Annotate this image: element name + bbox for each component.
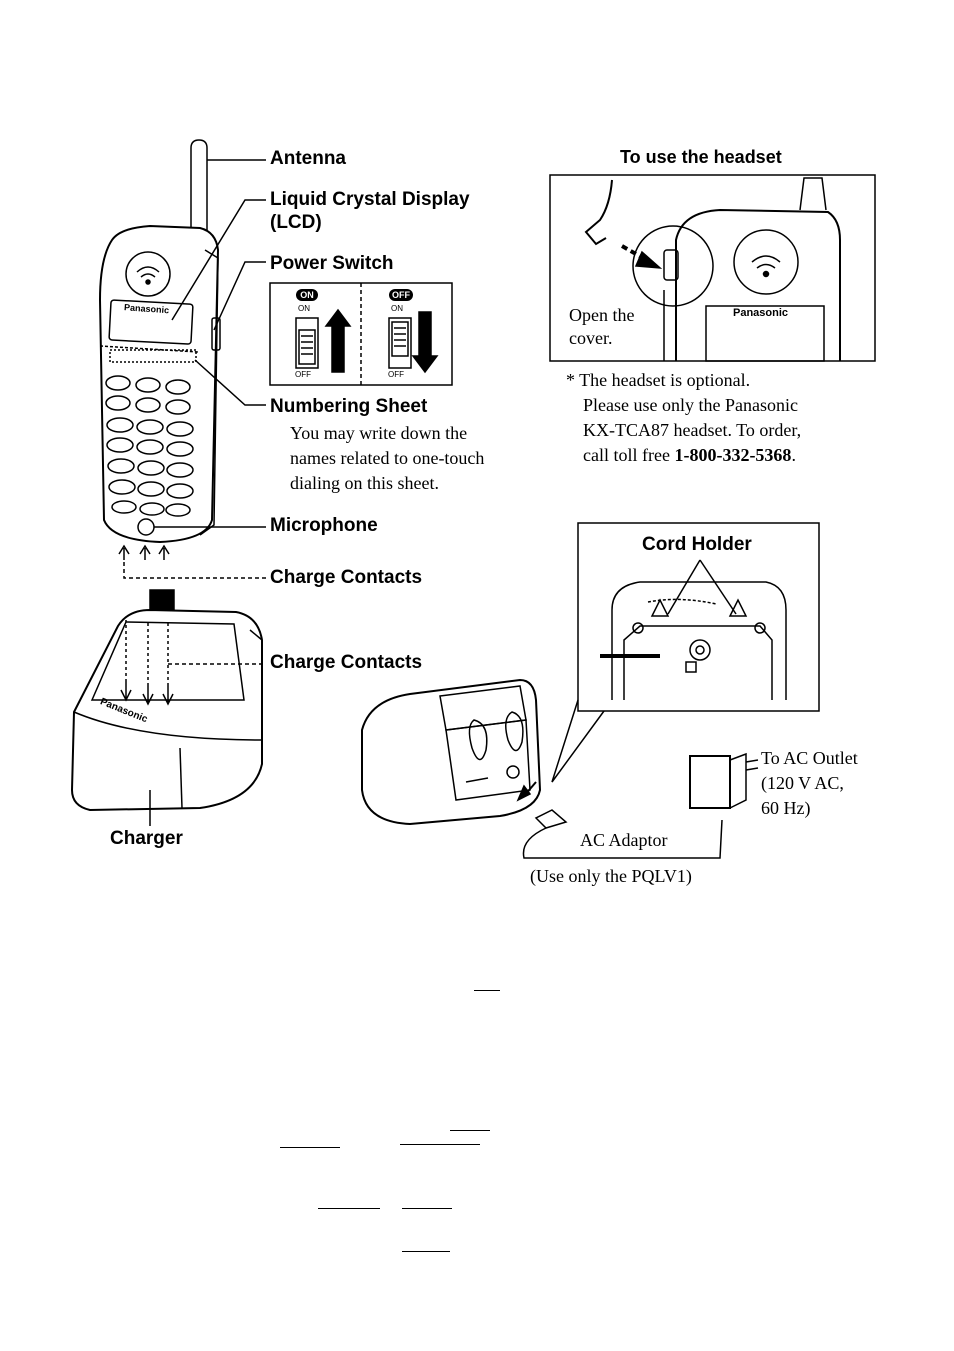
numbering-text-3: dialing on this sheet. bbox=[290, 473, 439, 493]
on-badge: ON bbox=[296, 289, 318, 301]
charger-label: Charger bbox=[110, 828, 183, 849]
headset-note-3: KX-TCA87 headset. To order, bbox=[583, 420, 802, 440]
stray-rule bbox=[400, 1144, 480, 1145]
headset-note-1: * The headset is optional. bbox=[566, 370, 751, 390]
off-switch-top-label: ON bbox=[391, 304, 403, 313]
numbering-text-1: You may write down the bbox=[290, 423, 468, 443]
numbering-sheet-label: Numbering Sheet bbox=[270, 396, 428, 417]
headset-title: To use the headset bbox=[620, 147, 782, 167]
svg-text:Panasonic: Panasonic bbox=[124, 302, 170, 315]
open-cover-text-2: cover. bbox=[569, 328, 613, 348]
charge-contacts-top-label: Charge Contacts bbox=[270, 567, 423, 588]
microphone-label: Microphone bbox=[270, 515, 378, 536]
stray-rule bbox=[474, 990, 500, 991]
ac-adaptor-label: AC Adaptor bbox=[580, 830, 668, 850]
headset-note-4-prefix: call toll free bbox=[583, 445, 675, 465]
stray-rule bbox=[280, 1147, 340, 1148]
charger-illustration: Panasonic bbox=[70, 608, 266, 826]
off-switch-bottom-label: OFF bbox=[388, 370, 404, 379]
power-switch-label: Power Switch bbox=[270, 253, 394, 274]
toll-free-number: 1-800-332-5368 bbox=[674, 445, 792, 465]
antenna-label: Antenna bbox=[270, 148, 346, 169]
headset-illustration: Panasonic bbox=[549, 174, 876, 362]
handset-illustration: Panasonic bbox=[98, 139, 266, 670]
ac-outlet-text-3: 60 Hz) bbox=[761, 798, 811, 818]
ac-outlet-text-2: (120 V AC, bbox=[761, 773, 844, 793]
on-switch-top-label: ON bbox=[298, 304, 310, 313]
headset-note-2: Please use only the Panasonic bbox=[583, 395, 798, 415]
stray-rule bbox=[450, 1130, 490, 1131]
on-switch-bottom-label: OFF bbox=[295, 370, 311, 379]
lcd-label-line1: Liquid Crystal Display bbox=[270, 189, 470, 210]
stray-rule bbox=[402, 1208, 452, 1209]
numbering-text-2: names related to one-touch bbox=[290, 448, 485, 468]
off-badge: OFF bbox=[389, 289, 413, 301]
ac-outlet-text-1: To AC Outlet bbox=[761, 748, 858, 768]
open-cover-text-1: Open the bbox=[569, 305, 635, 325]
headset-note-4-suffix: . bbox=[791, 445, 796, 465]
cord-holder-illustration bbox=[551, 522, 820, 783]
headset-note-4: call toll free 1-800-332-5368. bbox=[583, 443, 796, 468]
cord-holder-label: Cord Holder bbox=[642, 534, 752, 555]
charge-contacts-bottom-label: Charge Contacts bbox=[270, 652, 423, 673]
adaptor-model-note: (Use only the PQLV1) bbox=[530, 866, 692, 886]
stray-rule bbox=[402, 1251, 450, 1252]
svg-text:Panasonic: Panasonic bbox=[733, 307, 788, 319]
charger-back-illustration bbox=[361, 678, 759, 859]
lcd-label-line2: (LCD) bbox=[270, 212, 322, 233]
stray-rule bbox=[318, 1208, 380, 1209]
